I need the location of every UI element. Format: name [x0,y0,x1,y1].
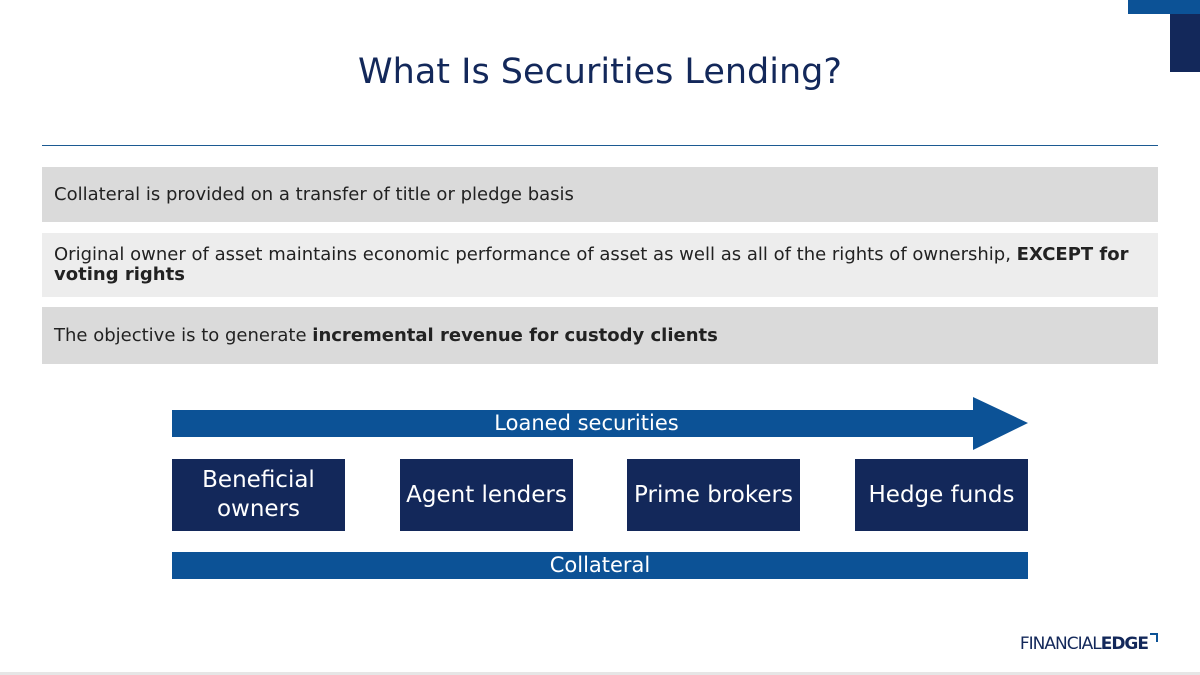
logo-text-edge: EDGE [1100,634,1149,654]
bullet-objective: The objective is to generate incremental… [42,307,1158,364]
bullet-collateral-basis: Collateral is provided on a transfer of … [42,167,1158,222]
bullet-text: The objective is to generate [54,324,313,346]
box-beneficial-owners: Beneficial owners [172,459,345,531]
box-hedge-funds: Hedge funds [855,459,1028,531]
logo-corner-icon [1150,633,1158,642]
bullet-text: Original owner of asset maintains econom… [54,244,1017,265]
arrow-label: Loaned securities [494,411,679,435]
title-divider [42,145,1158,146]
box-prime-brokers: Prime brokers [627,459,800,531]
corner-decoration [1128,0,1200,72]
footer-line [0,672,1200,675]
page-title: What Is Securities Lending? [358,52,842,92]
bullet-bold-text: incremental revenue for custody clients [312,324,718,346]
bullet-bold-text: EXCEPT for voting rights [54,244,1129,285]
bullet-text: Collateral is provided on a transfer of … [54,183,574,205]
bullet-ownership-rights: Original owner of asset maintains econom… [42,233,1158,297]
collateral-bar: Collateral [172,552,1028,579]
logo-text-financial: FINANCIAL [1019,634,1102,654]
box-agent-lenders: Agent lenders [400,459,573,531]
